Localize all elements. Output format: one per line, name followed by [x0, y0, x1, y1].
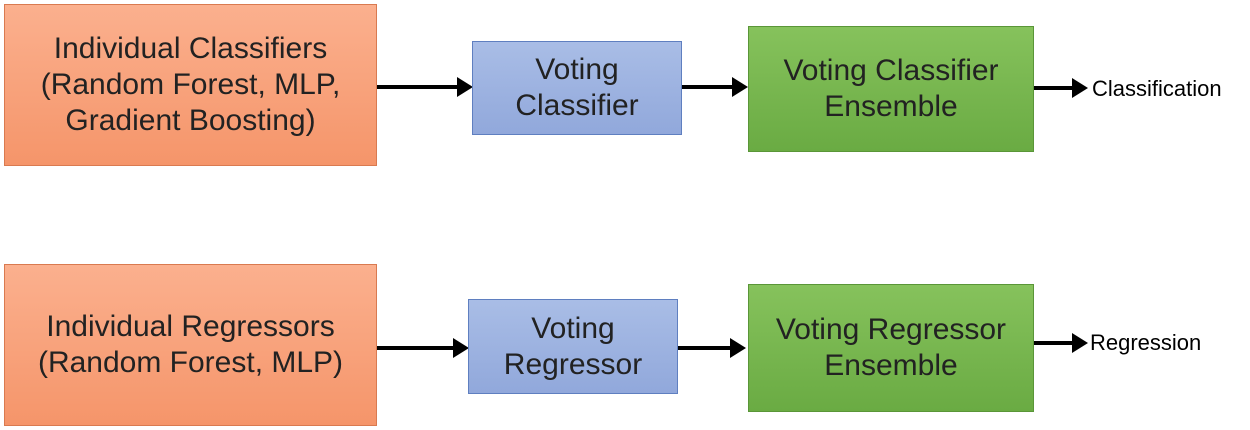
- arrow-voting-to-classifier-ensemble: [682, 77, 748, 97]
- voting-regressor-box: Voting Regressor: [468, 299, 678, 394]
- voting-regressor-ensemble-box: Voting Regressor Ensemble: [748, 284, 1034, 412]
- regression-output-label: Regression: [1090, 330, 1202, 355]
- arrow-classifier-ensemble-to-output: [1034, 78, 1088, 98]
- individual-regressors-box: Individual Regressors (Random Forest, ML…: [4, 264, 377, 426]
- arrow-regressors-to-voting: [377, 338, 469, 358]
- individual-classifiers-box: Individual Classifiers (Random Forest, M…: [4, 4, 377, 166]
- arrow-regressor-ensemble-to-output: [1034, 333, 1088, 353]
- arrow-voting-to-regressor-ensemble: [678, 338, 746, 358]
- classification-output-label: Classification: [1092, 76, 1222, 101]
- voting-classifier-ensemble-box: Voting Classifier Ensemble: [748, 26, 1034, 152]
- voting-classifier-box: Voting Classifier: [472, 41, 682, 135]
- arrow-classifiers-to-voting: [377, 77, 473, 97]
